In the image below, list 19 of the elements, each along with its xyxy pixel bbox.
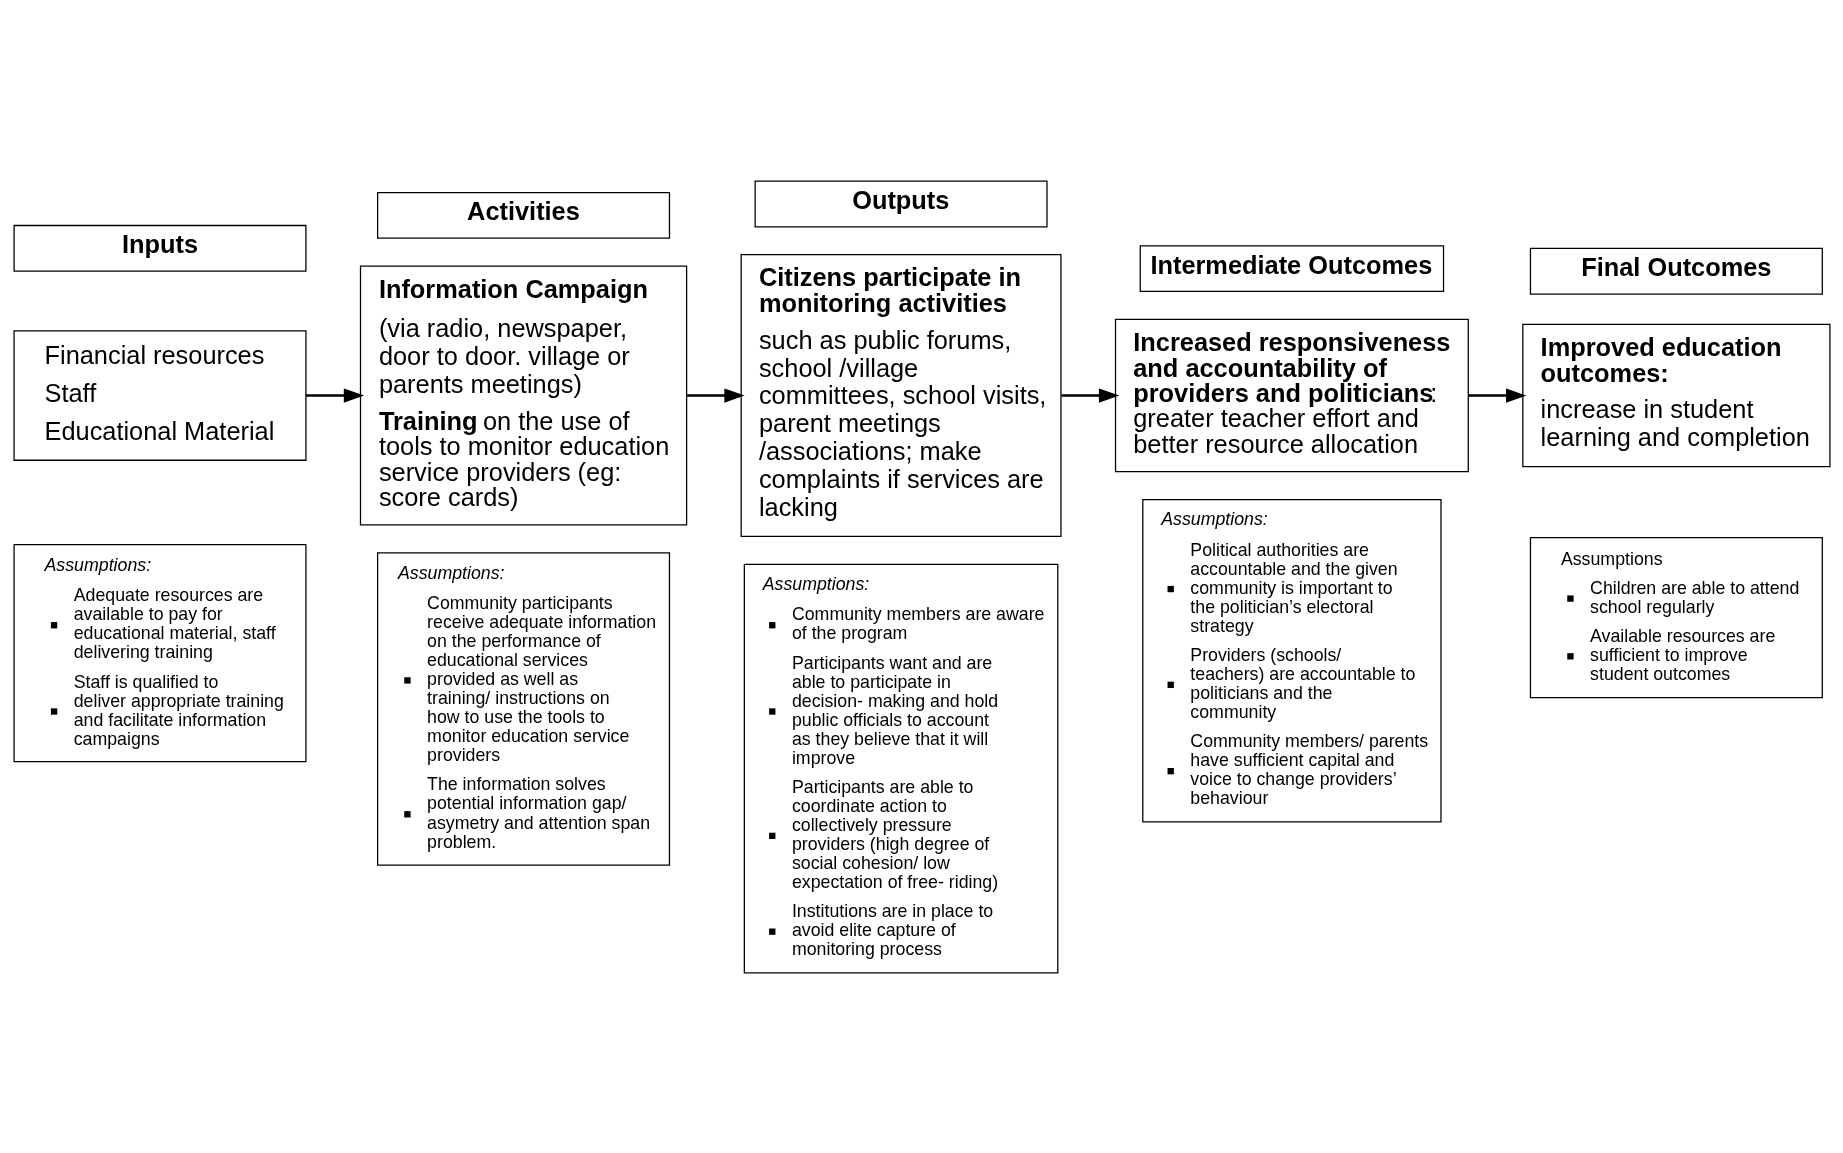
node-box: Assumptions: Community members are aware of the program Participants want and are able to participate in decision- making and hold public officials to account as they believe that it will improve Participants are able to coordinate action to collectively pressure providers (high degree of social cohesion/ low expectation of free- riding) Institutions are in place to avoid elite capture of monitoring process <box>743 563 1058 974</box>
node-box: Final Outcomes <box>1529 247 1823 295</box>
node-box: Increased responsiveness and accountability of providers and politicians: greater teacher effort and better resource allocation <box>1114 318 1469 472</box>
node-box: Assumptions: Political authorities are accountable and the given community is important to the politician’s electoral strategy Providers (schools/ teachers) are accountable to politicians and the community Community members/ parents have sufficient capital and voice to change providers’ behaviour <box>1141 498 1442 823</box>
node-box: Improved education outcomes: increase in student learning and completion <box>1521 323 1831 467</box>
node-box: Assumptions: Community participants receive adequate information on the performance of educational services provided as well as training/ instructions on how to use the tools to monitor education service providers The information solves potential information gap/ asymetry and attention span problem. <box>376 551 670 866</box>
node-box: Activities <box>376 191 670 239</box>
arrow <box>686 387 745 403</box>
node-box: Citizens participate in monitoring activities such as public forums, school /village committees, school visits, parent meetings /associations; make complaints if services are lacking <box>740 253 1062 537</box>
node-box: Assumptions Children are able to attend school regularly Available resources are sufficient to improve student outcomes <box>1529 536 1823 698</box>
node-box: Outputs <box>754 179 1048 227</box>
node-box: Information Campaign (via radio, newspaper, door to door. village or parents meetings) Training on the use of tools to monitor education service providers (eg: score cards) <box>359 264 687 526</box>
arrow <box>1468 387 1526 403</box>
arrow <box>305 387 364 403</box>
node-box: Assumptions: Adequate resources are available to pay for educational material, staff delivering training Staff is qualified to deliver appropriate training and facilitate information campaigns <box>12 543 307 762</box>
node-box: Intermediate Outcomes <box>1139 244 1444 292</box>
arrow <box>1060 387 1119 403</box>
node-box: Financial resources Staff Educational Material <box>12 329 307 461</box>
node-box: Inputs <box>12 224 307 272</box>
